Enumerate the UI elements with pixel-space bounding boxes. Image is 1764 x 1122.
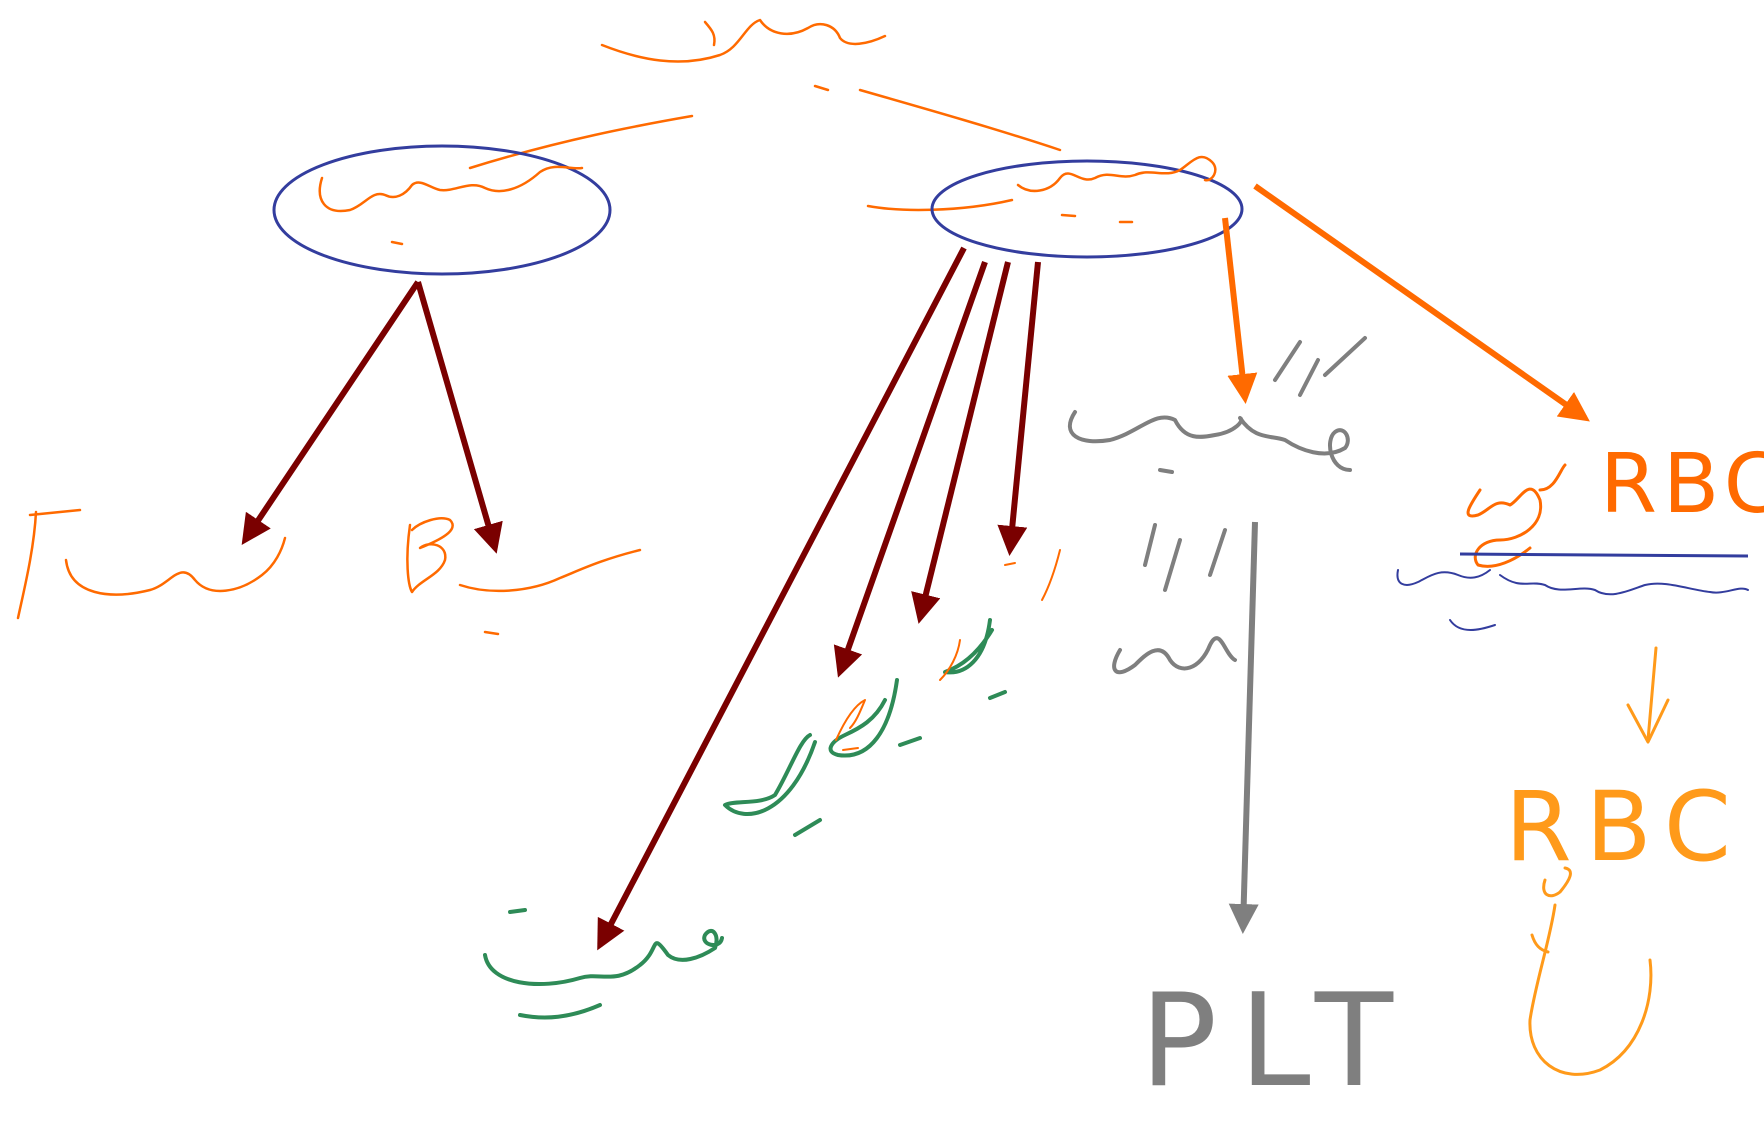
lymphoid-ellipse-label [318,165,584,246]
rbc-underline [1459,552,1749,558]
lymphoid-ellipse [272,144,612,276]
arrow-to-basophil [997,261,1041,556]
myeloid-ellipse [930,159,1244,259]
arrow-to-monocyte [597,246,967,951]
arrow-to-megakaryocyte [1222,217,1258,404]
eosinophil-label [828,678,922,758]
arrow-to-lymphocyte-a [241,280,421,545]
rbc-top-label: RBC [1600,437,1764,532]
root-heading [600,18,887,92]
arrow-to-plt [1228,521,1259,934]
megakaryocyte-sublabel [1112,523,1237,675]
rbc-underline-note [1396,569,1749,631]
arrow-to-lymphocyte-b [415,281,503,554]
arrow-to-rbc-bottom [1646,646,1658,742]
megakaryocyte-label [1067,336,1367,474]
rbc-bottom-label: RBC [1505,771,1745,883]
rbc-branch-script [1466,463,1567,568]
neutrophil-label [723,733,822,837]
arrow-to-rbc-bottom-head [1626,698,1670,744]
granulocyte-sublabels [835,549,1061,751]
lymphocyte-b-label [406,517,642,636]
basophil-label [943,618,1007,700]
arrow-to-eosinophil [911,261,1011,624]
root-to-myeloid-line [858,88,1062,152]
arrow-to-rbc-branch [1253,183,1590,422]
arrow-to-neutrophil [833,260,988,678]
rbc-bottom-script [1528,866,1653,1076]
monocyte-label [483,908,724,1020]
lymphocyte-a-label [16,508,287,620]
root-to-lymphoid-line [468,114,694,170]
plt-label: PLT [1140,967,1415,1116]
myeloid-side-line [866,198,1014,212]
myeloid-ellipse-label [1016,155,1217,224]
